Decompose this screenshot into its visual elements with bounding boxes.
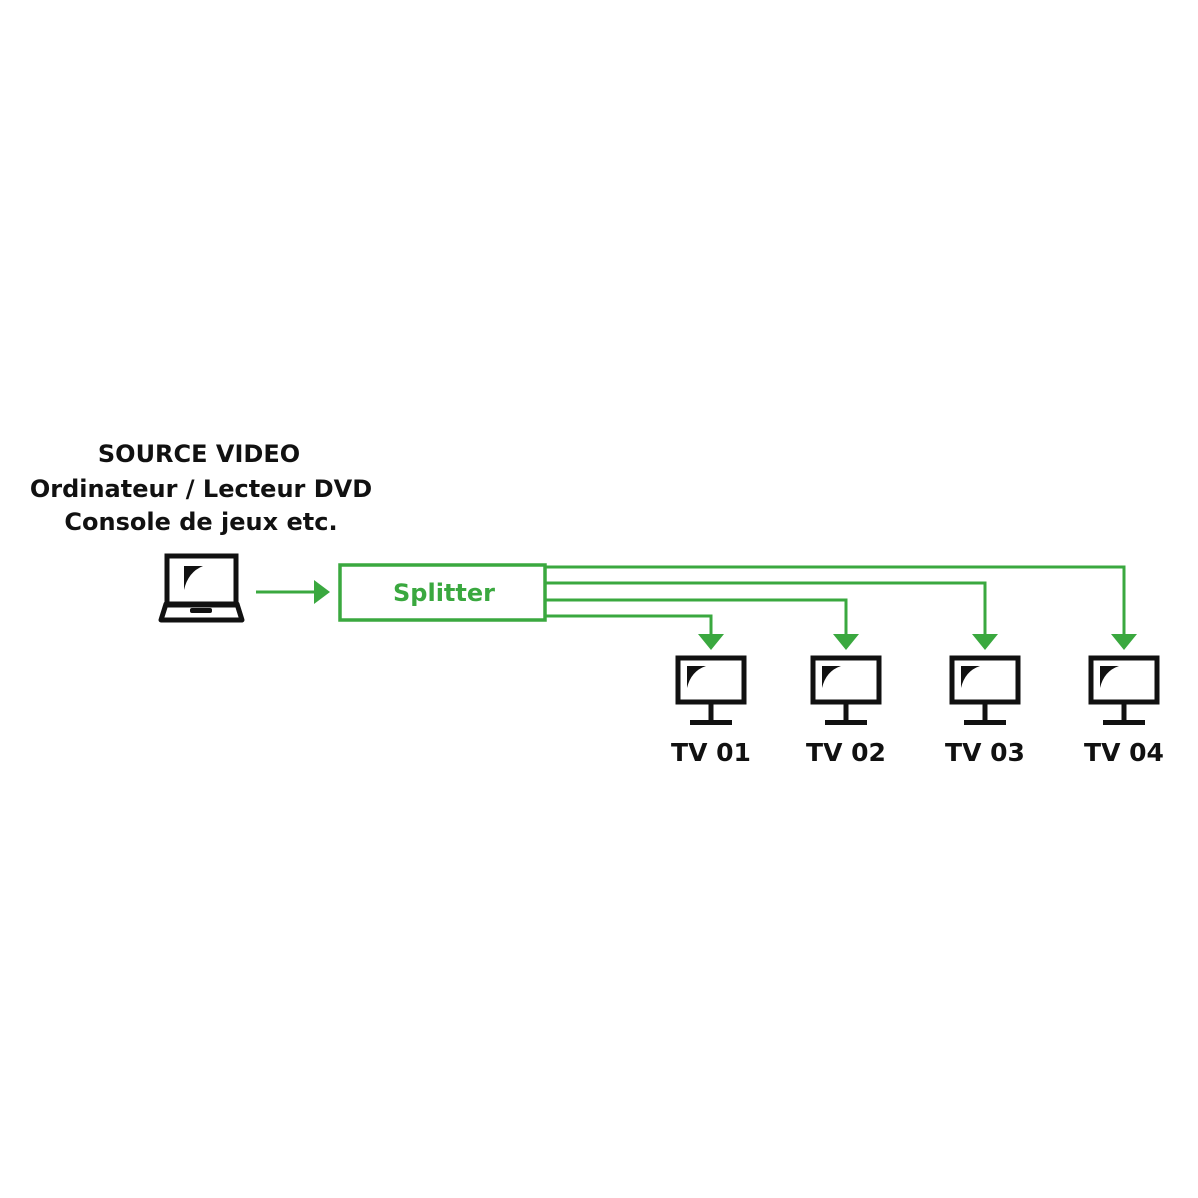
monitor-icon (810, 655, 882, 725)
tv-label: TV 03 (945, 738, 1025, 767)
laptop-icon (158, 553, 245, 623)
source-devices-line1: Ordinateur / Lecteur DVD (30, 475, 372, 503)
output-1: TV 01 (545, 614, 751, 767)
connection-line (545, 598, 848, 636)
tv-label: TV 04 (1084, 738, 1164, 767)
connection-line (545, 565, 1126, 636)
splitter-box: Splitter (338, 563, 547, 622)
input-arrow (256, 580, 330, 604)
monitor-icon (949, 655, 1021, 725)
splitter-label: Splitter (393, 579, 495, 607)
monitor-icon (675, 655, 747, 725)
source-title: SOURCE VIDEO (98, 440, 300, 468)
arrowhead (972, 634, 998, 650)
tv-label: TV 01 (671, 738, 751, 767)
tv-label: TV 02 (806, 738, 886, 767)
source-devices-line2: Console de jeux etc. (64, 508, 337, 536)
connection-line (545, 614, 713, 636)
arrowhead (1111, 634, 1137, 650)
arrowhead (698, 634, 724, 650)
connection-line (545, 581, 987, 636)
output-3: TV 03 (545, 581, 1025, 767)
output-2: TV 02 (545, 598, 886, 767)
monitor-icon (1088, 655, 1160, 725)
output-4: TV 04 (545, 565, 1164, 767)
arrowhead (833, 634, 859, 650)
